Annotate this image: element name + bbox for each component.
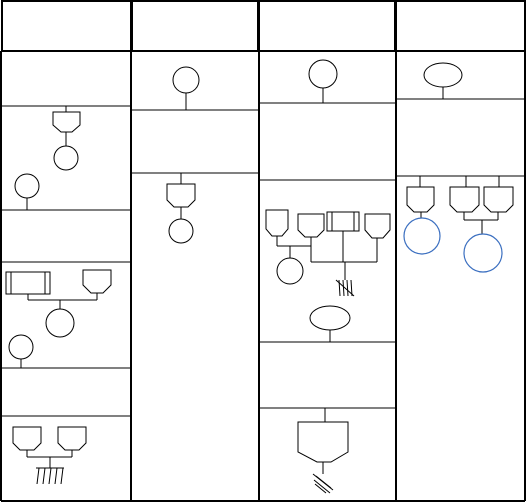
node-circle [309, 305, 351, 331]
device-icon [406, 186, 435, 213]
ground-icon [36, 467, 64, 485]
node-circle [168, 218, 194, 244]
device-icon [82, 269, 112, 294]
header-cell-3 [258, 0, 396, 52]
column-2 [130, 51, 260, 501]
device-icon [265, 209, 289, 237]
node-circle-highlighted [463, 233, 503, 273]
ground-icon [312, 473, 334, 494]
device-icon [449, 186, 480, 213]
node-circle [423, 62, 463, 88]
node-circle [276, 257, 304, 285]
device-icon [52, 111, 81, 133]
device-icon [57, 426, 87, 451]
ground-icon [335, 279, 355, 297]
node-circle-highlighted [403, 217, 441, 255]
device-icon [12, 426, 42, 451]
device-icon [364, 213, 391, 239]
device-icon [297, 421, 349, 463]
device-icon [483, 186, 514, 213]
header-row [1, 0, 526, 52]
node-circle [8, 334, 34, 360]
header-cell-4 [395, 0, 526, 52]
column-1 [0, 51, 132, 502]
column-3 [258, 51, 397, 501]
node-circle [53, 145, 79, 171]
node-circle [14, 173, 40, 199]
header-cell-2 [131, 0, 259, 52]
device-icon [166, 183, 196, 208]
column-4 [395, 51, 526, 501]
node-circle [308, 59, 338, 89]
device-icon [297, 213, 325, 238]
node-circle [45, 308, 75, 338]
node-circle [172, 66, 200, 94]
header-cell-1 [1, 0, 132, 52]
rail-icon [5, 271, 51, 295]
